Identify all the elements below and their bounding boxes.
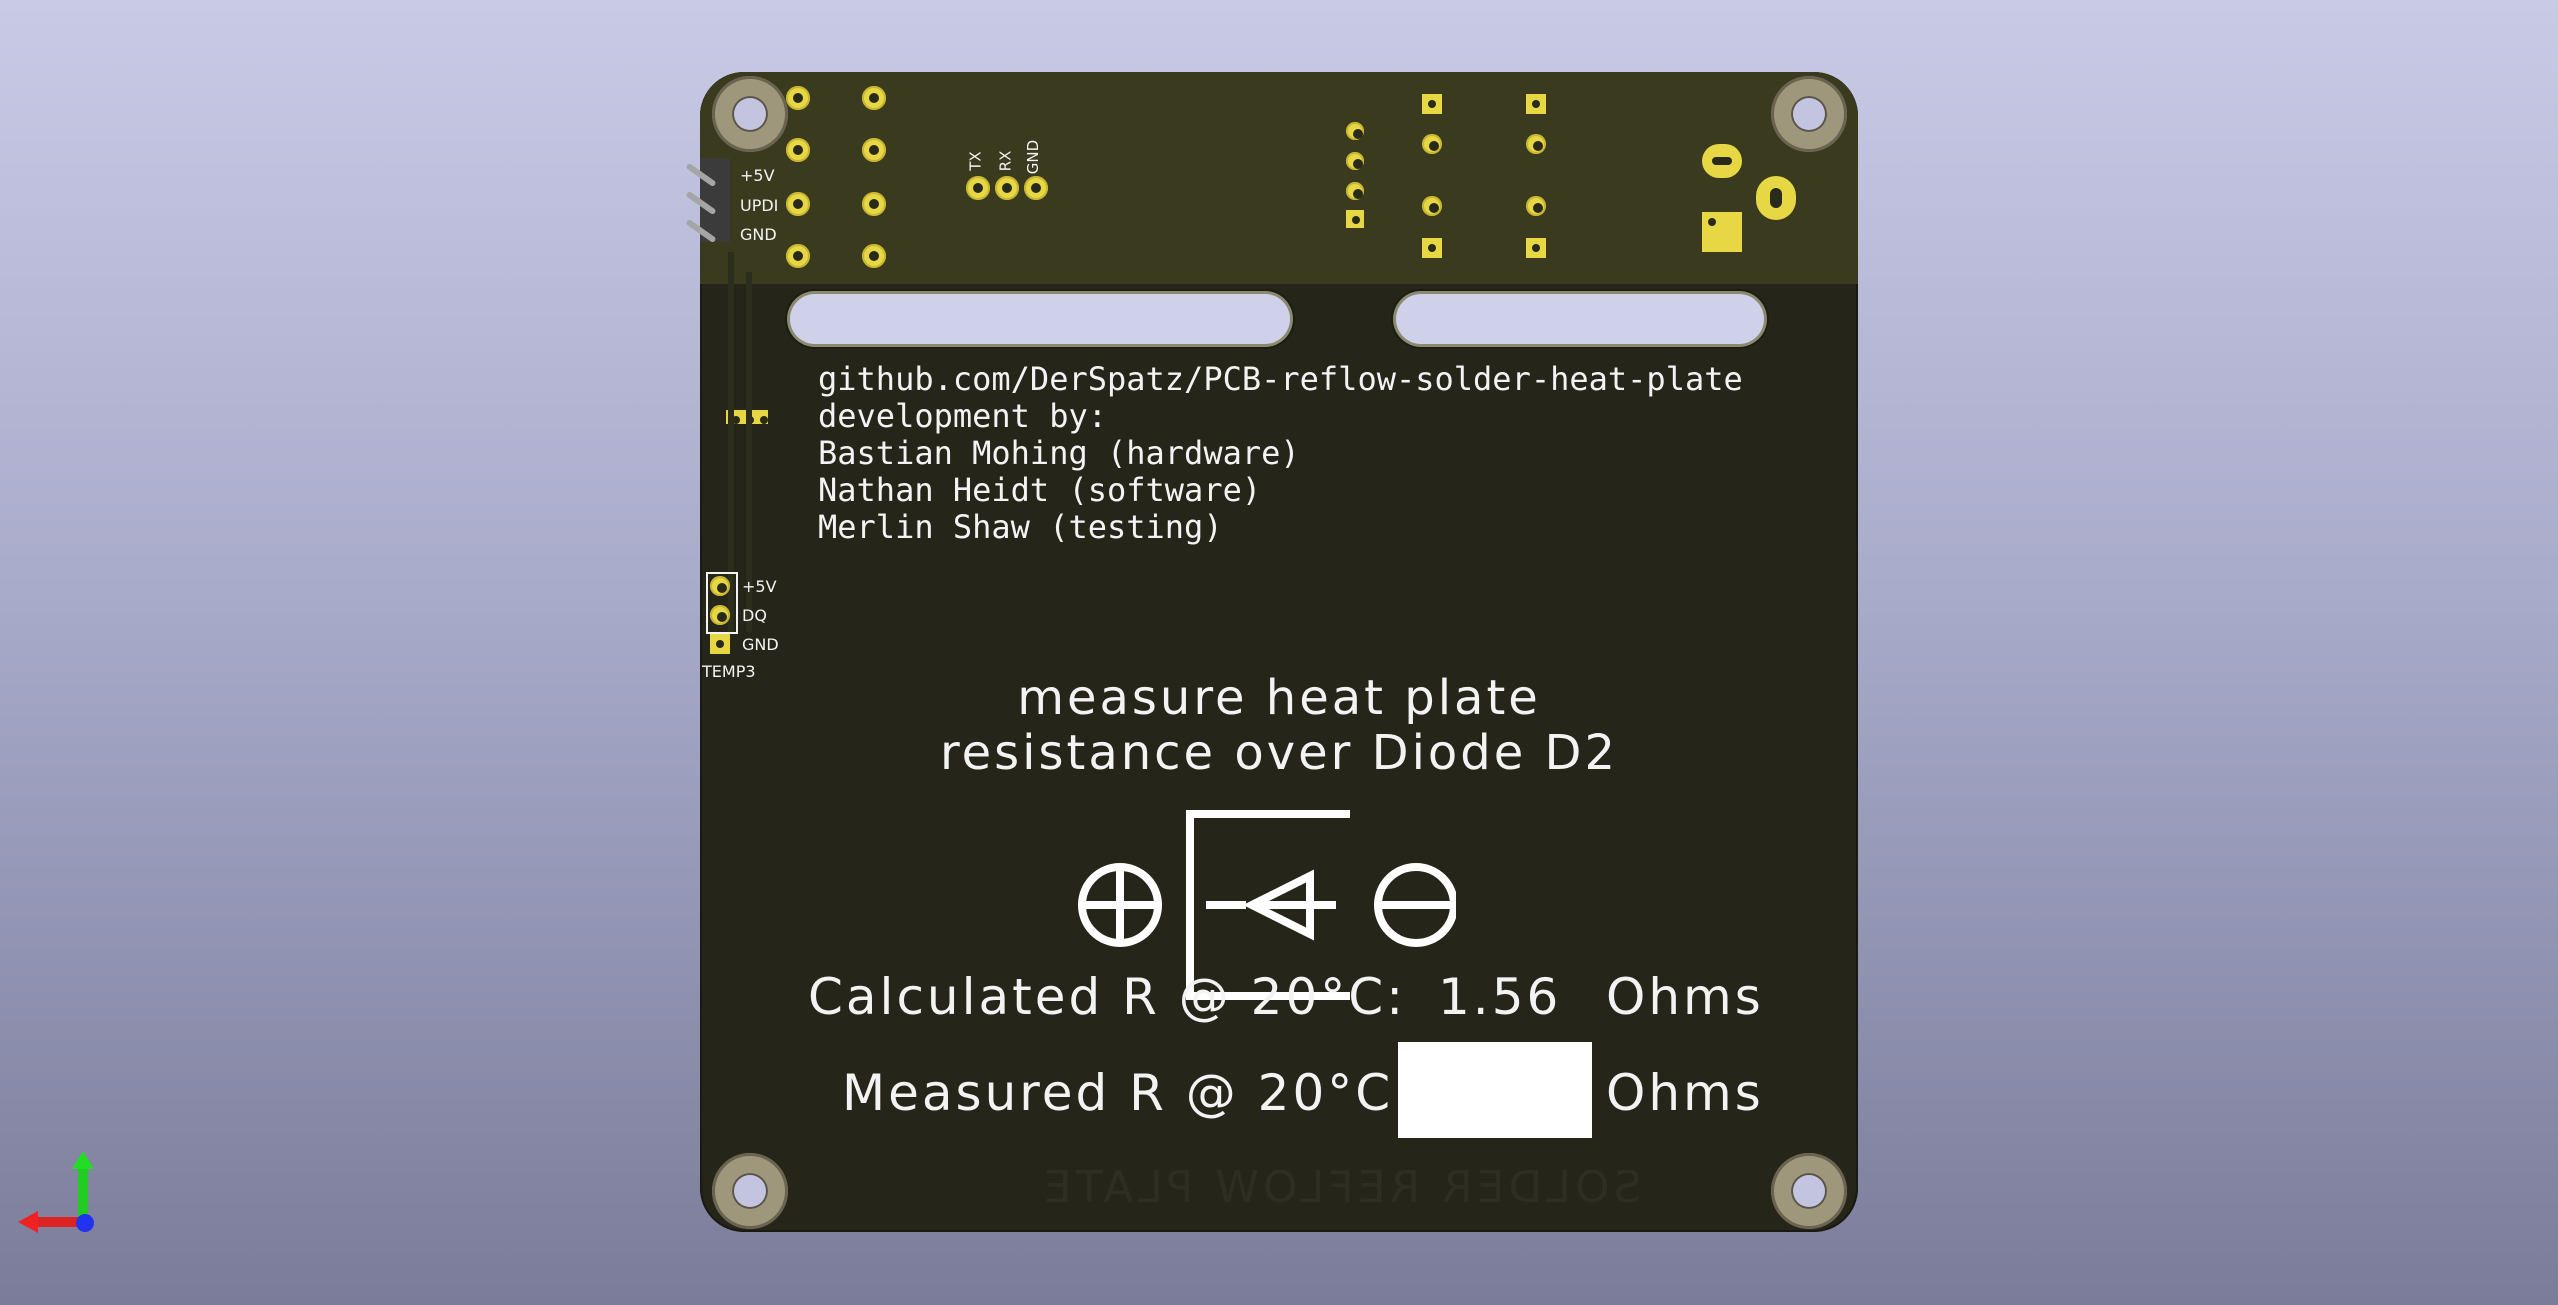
measure-heading-2: resistance over Diode D2 bbox=[939, 725, 1619, 781]
pad bbox=[862, 138, 886, 162]
measured-unit: Ohms bbox=[1606, 1064, 1764, 1122]
calculated-value: 1.56 bbox=[1438, 968, 1562, 1026]
pad bbox=[786, 138, 810, 162]
tx-pad bbox=[966, 176, 990, 200]
updi-label-updi: UPDI bbox=[740, 196, 779, 215]
pad bbox=[754, 410, 768, 424]
repo-url-text: github.com/DerSpatz/PCB-reflow-solder-he… bbox=[818, 360, 1743, 398]
pad bbox=[1422, 196, 1442, 216]
pad bbox=[1346, 182, 1364, 200]
measured-label: Measured R @ 20°C: bbox=[842, 1064, 1414, 1122]
diode-symbol-icon bbox=[1078, 810, 1456, 1000]
temp-pad-dq bbox=[710, 605, 730, 625]
gnd-label: GND bbox=[1024, 139, 1043, 175]
updi-header-body bbox=[700, 158, 730, 242]
y-axis-arrow-icon bbox=[72, 1151, 94, 1225]
updi-label-gnd: GND bbox=[740, 225, 777, 244]
temp-label-5v: +5V bbox=[742, 577, 777, 596]
slot-left bbox=[790, 294, 1290, 344]
gnd-pad bbox=[1024, 176, 1048, 200]
mounting-hole-top-left bbox=[712, 76, 788, 152]
component-area bbox=[700, 72, 1858, 284]
measured-value-box[interactable] bbox=[1398, 1042, 1592, 1138]
pad bbox=[786, 244, 810, 268]
pad bbox=[1422, 134, 1442, 154]
pad bbox=[1346, 210, 1364, 228]
temp-pad-5v bbox=[710, 576, 730, 596]
calculated-unit: Ohms bbox=[1606, 968, 1764, 1026]
temp-ref-label: TEMP3 bbox=[702, 662, 756, 681]
pad bbox=[1526, 134, 1546, 154]
credits-line-3: Nathan Heidt (software) bbox=[818, 471, 1262, 509]
temp-label-gnd: GND bbox=[742, 635, 779, 654]
tx-label: TX bbox=[966, 151, 985, 171]
pad bbox=[1526, 94, 1546, 114]
pad bbox=[1346, 122, 1364, 140]
slot-right bbox=[1396, 294, 1764, 344]
pad bbox=[1526, 238, 1546, 258]
x-axis-arrow-icon bbox=[18, 1211, 84, 1233]
power-pad bbox=[1702, 212, 1742, 252]
mirrored-board-title: SOLDER REFLOW PLATE bbox=[1040, 1162, 1642, 1213]
pad bbox=[1422, 238, 1442, 258]
z-axis-dot-icon bbox=[76, 1214, 94, 1232]
rx-label: RX bbox=[996, 150, 1015, 172]
pad bbox=[1526, 196, 1546, 216]
calculated-label: Calculated R @ 20°C: bbox=[808, 968, 1407, 1026]
axis-indicator bbox=[18, 1151, 94, 1233]
pad bbox=[862, 86, 886, 110]
temp-header-outline bbox=[706, 572, 738, 634]
trace bbox=[746, 272, 752, 632]
credits-line-2: Bastian Mohing (hardware) bbox=[818, 434, 1300, 472]
mounting-hole-bottom-right bbox=[1771, 1153, 1847, 1229]
pad bbox=[1422, 94, 1442, 114]
pad bbox=[786, 86, 810, 110]
power-pad bbox=[1756, 176, 1796, 220]
pcb-board[interactable]: TX RX GND +5V UPDI GND +5V DQ GND TEMP3 … bbox=[685, 72, 1858, 1232]
updi-label-5v: +5V bbox=[740, 166, 775, 185]
measure-heading-1: measure heat plate bbox=[1017, 670, 1541, 726]
rx-pad bbox=[995, 176, 1019, 200]
credits-line-4: Merlin Shaw (testing) bbox=[818, 508, 1223, 546]
power-pad bbox=[1702, 144, 1742, 178]
mounting-hole-top-right bbox=[1771, 76, 1847, 152]
credits-line-1: development by: bbox=[818, 397, 1107, 435]
pad bbox=[1346, 152, 1364, 170]
trace bbox=[728, 252, 734, 632]
pad bbox=[862, 192, 886, 216]
temp-pad-gnd bbox=[710, 634, 730, 654]
mounting-hole-bottom-left bbox=[712, 1153, 788, 1229]
pad bbox=[862, 244, 886, 268]
pad bbox=[786, 192, 810, 216]
temp-label-dq: DQ bbox=[742, 606, 767, 625]
